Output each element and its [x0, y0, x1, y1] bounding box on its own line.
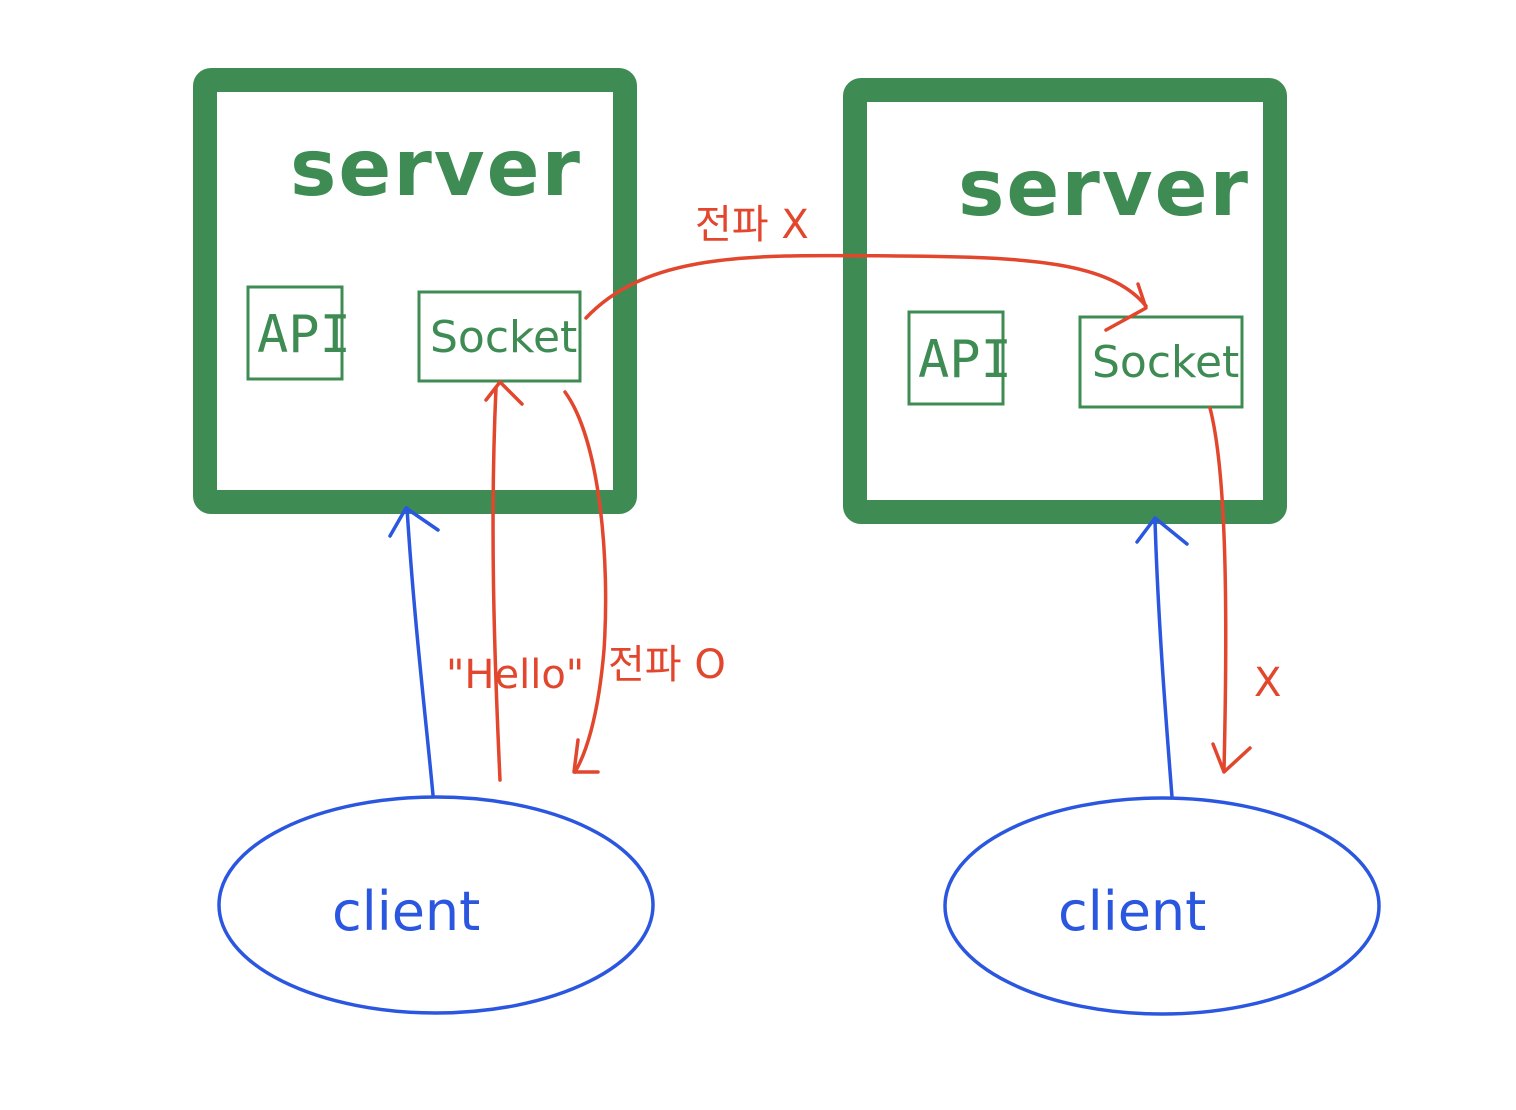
same-server-label: 전파 O	[608, 642, 726, 688]
server-right-title: server	[958, 144, 1250, 234]
blocked-delivery-arrow	[1208, 406, 1252, 774]
server-left-frame	[193, 68, 637, 514]
client-right-label: client	[1058, 880, 1206, 943]
cross-server-broadcast-arrow	[584, 253, 1148, 332]
server-left: server API Socket	[193, 68, 637, 514]
client-right: client	[943, 796, 1381, 1016]
client-left-label: client	[332, 880, 480, 943]
server-right: server API Socket	[843, 78, 1287, 524]
api-box-left	[246, 285, 344, 381]
client-right-ellipse	[943, 796, 1381, 1016]
client-right-connection-arrow	[1135, 516, 1189, 799]
cross-server-label: 전파 X	[695, 202, 809, 248]
api-box-right	[907, 310, 1005, 406]
same-server-broadcast-arrow	[563, 390, 608, 774]
server-left-title: server	[290, 124, 582, 214]
hello-send-arrow	[484, 380, 524, 782]
blocked-label: X	[1254, 660, 1281, 706]
server-right-frame	[843, 78, 1287, 524]
client-left: client	[217, 795, 655, 1015]
client-left-ellipse	[217, 795, 655, 1015]
socket-box-right	[1078, 315, 1244, 409]
api-label-right: API	[918, 330, 1012, 390]
message-label: "Hello"	[446, 652, 584, 698]
socket-label-right: Socket	[1092, 337, 1239, 388]
client-left-connection-arrow	[388, 506, 440, 797]
socket-label-left: Socket	[430, 312, 577, 363]
api-label-left: API	[257, 305, 351, 365]
